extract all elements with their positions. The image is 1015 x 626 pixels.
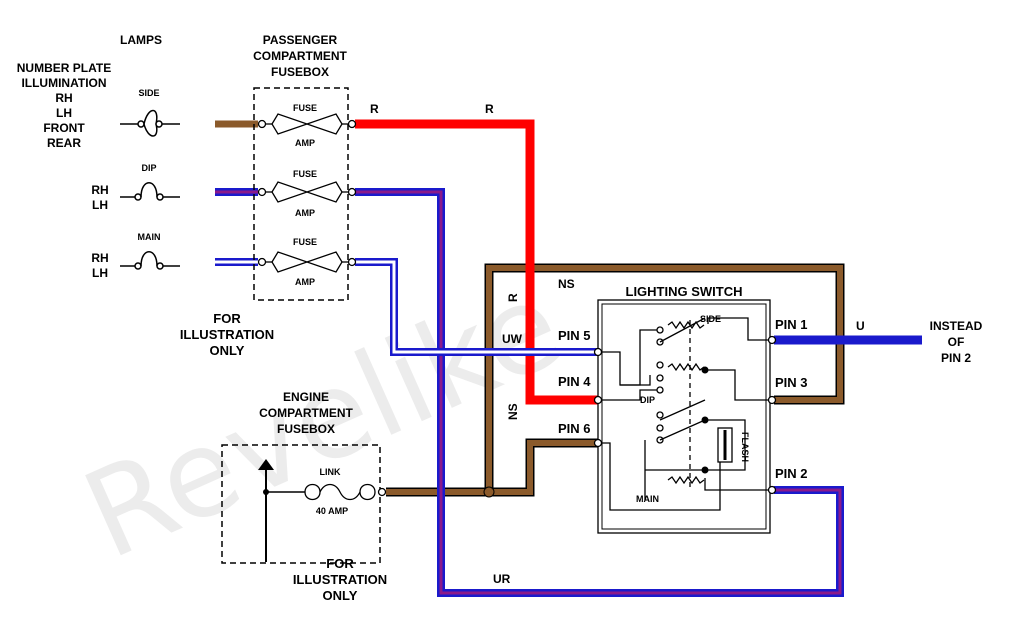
pin-5-label: PIN 5: [558, 328, 591, 343]
svg-text:RH: RH: [55, 91, 72, 105]
svg-text:ONLY: ONLY: [323, 588, 358, 603]
fuse-2-label: FUSE: [293, 169, 317, 179]
r-red-wire: [355, 119, 598, 405]
lighting-switch-title: LIGHTING SWITCH: [626, 284, 743, 299]
svg-text:LH: LH: [56, 106, 72, 120]
illustration-note-2: FOR ILLUSTRATION ONLY: [293, 556, 387, 603]
earth-arrow: [258, 459, 305, 562]
wire-code-ns-top: NS: [558, 277, 575, 291]
pin-6-label: PIN 6: [558, 421, 591, 436]
svg-text:ILLUSTRATION: ILLUSTRATION: [293, 572, 387, 587]
dip-rh-label: RH: [91, 183, 108, 197]
passenger-fusebox-title: PASSENGER COMPARTMENT FUSEBOX: [253, 33, 347, 79]
side-lamp-label: SIDE: [138, 88, 159, 98]
switch-dip-label: DIP: [640, 395, 655, 405]
svg-text:FOR: FOR: [326, 556, 354, 571]
svg-text:FUSEBOX: FUSEBOX: [271, 65, 329, 79]
wire-code-r-2: R: [485, 102, 494, 116]
svg-text:REAR: REAR: [47, 136, 81, 150]
switch-internal-wiring: [593, 317, 777, 511]
link-label: LINK: [320, 467, 341, 477]
link-fuse-symbol: [304, 483, 387, 501]
fuse-2-symbol: [257, 181, 357, 203]
ur-purple-wire: [215, 188, 844, 597]
wire-code-uw: UW: [502, 332, 523, 346]
wire-code-ur: UR: [493, 572, 511, 586]
svg-text:PIN 2: PIN 2: [941, 351, 971, 365]
lighting-switch-outline: [597, 299, 771, 534]
svg-text:FRONT: FRONT: [43, 121, 85, 135]
passenger-fusebox-outline: [253, 87, 349, 301]
main-lh-label: LH: [92, 266, 108, 280]
svg-text:ONLY: ONLY: [210, 343, 245, 358]
svg-text:ENGINE: ENGINE: [283, 390, 329, 404]
main-lamp-label: MAIN: [138, 232, 161, 242]
wire-code-r-vertical: R: [506, 293, 520, 302]
svg-text:PASSENGER: PASSENGER: [263, 33, 338, 47]
pin-4-label: PIN 4: [558, 374, 591, 389]
pin-3-label: PIN 3: [775, 375, 808, 390]
svg-text:ILLUSTRATION: ILLUSTRATION: [180, 327, 274, 342]
fuse-2-rating: AMP: [295, 208, 315, 218]
svg-text:NUMBER PLATE: NUMBER PLATE: [17, 61, 111, 75]
main-rh-label: RH: [91, 251, 108, 265]
switch-junction-dots: [701, 366, 709, 474]
main-lamp-symbol: [120, 251, 180, 270]
pin-2-label: PIN 2: [775, 466, 808, 481]
wire-code-r-1: R: [370, 102, 379, 116]
illustration-note-1: FOR ILLUSTRATION ONLY: [180, 311, 274, 358]
engine-fusebox-title: ENGINE COMPARTMENT FUSEBOX: [259, 390, 353, 436]
fuse-1-symbol: [257, 113, 357, 135]
switch-main-label: MAIN: [636, 494, 659, 504]
svg-text:COMPARTMENT: COMPARTMENT: [259, 406, 353, 420]
svg-text:OF: OF: [948, 335, 965, 349]
svg-text:FUSEBOX: FUSEBOX: [277, 422, 335, 436]
pin-1-label: PIN 1: [775, 317, 808, 332]
link-rating: 40 AMP: [316, 506, 348, 516]
watermark: Revelike: [65, 255, 580, 586]
side-lamp-symbol: [120, 109, 180, 137]
number-plate-label: NUMBER PLATE ILLUMINATION RH LH FRONT RE…: [17, 61, 111, 150]
fuse-1-label: FUSE: [293, 103, 317, 113]
fuse-3-rating: AMP: [295, 277, 315, 287]
uw-blue-white-wire: [215, 258, 598, 356]
svg-text:ILLUMINATION: ILLUMINATION: [21, 76, 106, 90]
svg-text:FOR: FOR: [213, 311, 241, 326]
dip-lamp-label: DIP: [141, 163, 156, 173]
svg-text:COMPARTMENT: COMPARTMENT: [253, 49, 347, 63]
dip-lh-label: LH: [92, 198, 108, 212]
svg-text:INSTEAD: INSTEAD: [930, 319, 983, 333]
wire-code-ns-left: NS: [506, 403, 520, 420]
wire-code-u: U: [856, 319, 865, 333]
fuse-1-rating: AMP: [295, 138, 315, 148]
ns-brown-wire: [386, 263, 845, 498]
switch-flash-label: FLASH: [740, 432, 750, 462]
engine-fusebox-outline: [221, 444, 381, 564]
fuse-3-label: FUSE: [293, 237, 317, 247]
instead-of-pin2-note: INSTEAD OF PIN 2: [930, 319, 983, 365]
fuse-3-symbol: [257, 251, 357, 273]
dip-lamp-symbol: [120, 182, 180, 201]
lamps-header: LAMPS: [120, 33, 162, 47]
switch-side-label: SIDE: [700, 314, 721, 324]
